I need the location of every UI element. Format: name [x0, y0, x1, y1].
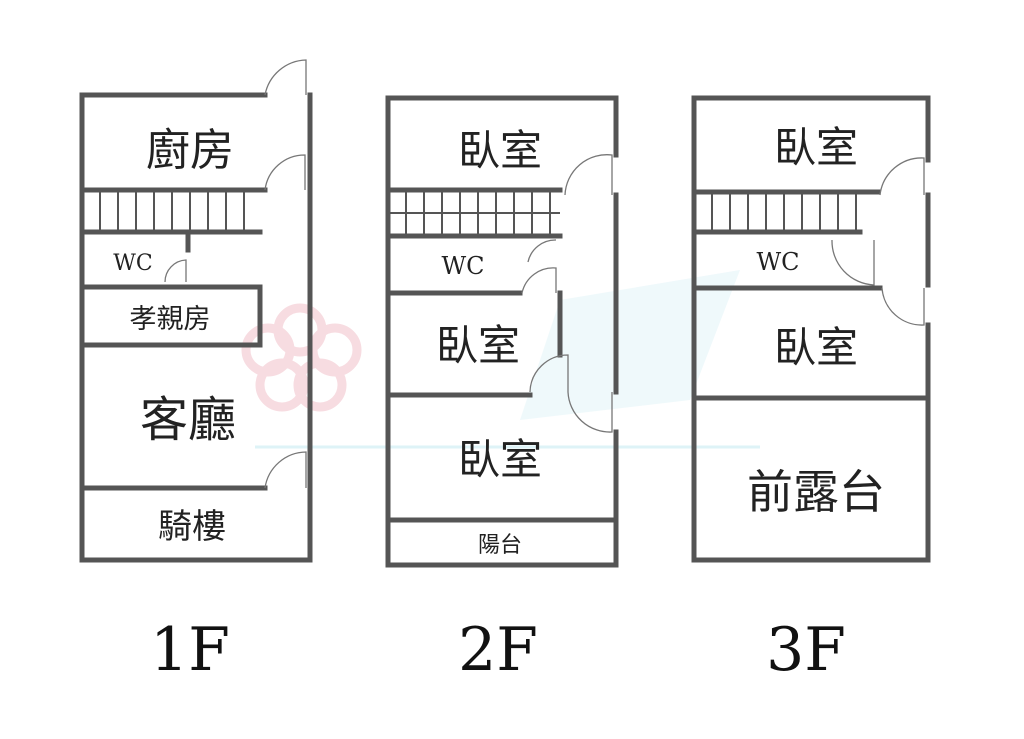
room-label: 孝親房 [130, 304, 211, 335]
door-swing-2f [521, 154, 613, 433]
floor-label: 2F [458, 615, 538, 685]
floor-label: 1F [150, 615, 230, 685]
stairs-2f [388, 190, 560, 236]
floor-1f: 廚房 WC 孝親房 客廳 騎樓 1F [79, 59, 313, 685]
room-label: 臥室 [436, 321, 520, 370]
room-label: WC [441, 252, 484, 280]
room-label: 臥室 [774, 323, 858, 372]
room-label: 客廳 [140, 392, 236, 448]
room-label: 騎樓 [158, 507, 226, 547]
door-swing-3f [831, 157, 925, 326]
room-label: 臥室 [774, 123, 858, 172]
floor-2f: 臥室 WC 臥室 臥室 陽台 2F [385, 95, 619, 685]
stairs-1f [99, 190, 245, 232]
room-label: WC [113, 251, 152, 276]
watermark-logo [241, 270, 760, 449]
room-label: WC [756, 248, 799, 276]
room-label: 陽台 [478, 533, 522, 558]
stairs-3f [711, 192, 857, 232]
floor-label: 3F [766, 615, 846, 685]
door-swing-1f [164, 59, 307, 489]
room-label: 前露台 [747, 465, 885, 519]
room-label: 臥室 [458, 435, 542, 484]
room-label: 廚房 [146, 125, 234, 176]
room-label: 臥室 [458, 126, 542, 175]
floor-3f: 臥室 WC 臥室 前露台 3F [691, 95, 931, 685]
